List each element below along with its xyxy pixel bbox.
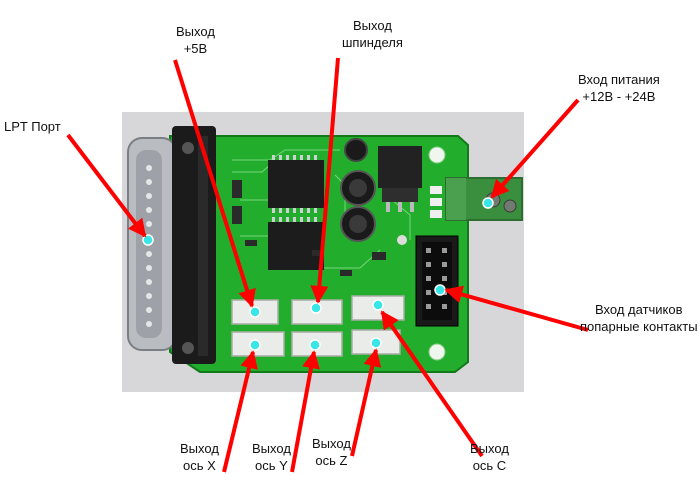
driver-chip-upper xyxy=(268,155,324,213)
marker-dots xyxy=(142,197,494,351)
label-output-z: Выход ось Z xyxy=(312,436,351,468)
arrow-spindle xyxy=(310,57,340,304)
mounting-hole xyxy=(428,343,446,361)
label-power-input: Вход питания +12В - +24В xyxy=(578,72,660,104)
power-header xyxy=(430,186,442,218)
capacitors xyxy=(340,138,376,242)
arrow-c xyxy=(380,310,484,458)
arrow-z xyxy=(350,348,382,457)
arrow-lpt xyxy=(66,133,147,238)
sensor-header xyxy=(415,235,459,327)
label-output-c: Выход ось C xyxy=(470,441,509,473)
label-output-x: Выход ось X xyxy=(180,441,219,473)
label-output-spindle: Выход шпинделя xyxy=(342,18,403,50)
arrow-sensor xyxy=(444,285,589,332)
arrow-power xyxy=(490,98,580,199)
arrow-5v xyxy=(173,59,256,308)
small-components xyxy=(232,180,407,276)
driver-chip-lower xyxy=(268,217,324,270)
arrow-y xyxy=(290,350,320,473)
label-sensor-input: Вход датчиков попарные контакты xyxy=(580,302,698,334)
arrow-x xyxy=(222,350,258,473)
label-output-5v: Выход +5В xyxy=(176,24,215,56)
label-output-y: Выход ось Y xyxy=(252,441,291,473)
voltage-regulator xyxy=(378,146,422,212)
label-lpt-port: LPT Порт xyxy=(4,119,61,134)
lpt-connector xyxy=(127,126,216,364)
annotation-arrows xyxy=(66,57,589,473)
mounting-hole xyxy=(428,146,446,164)
